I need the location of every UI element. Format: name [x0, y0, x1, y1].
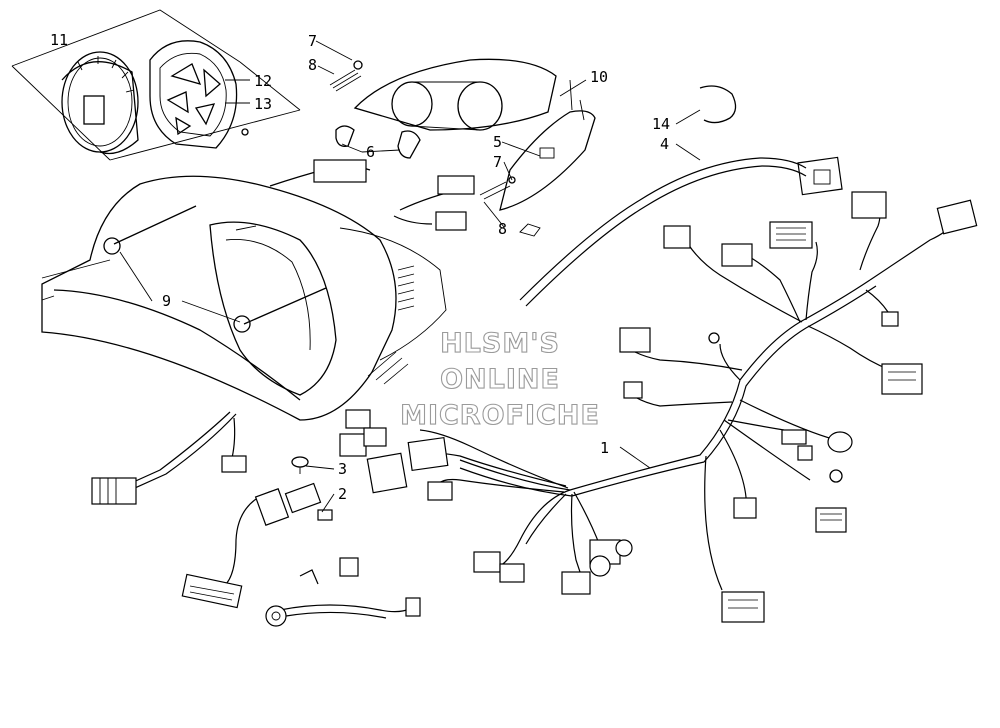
connector-4-end [797, 156, 843, 196]
callout-1: 1 [600, 439, 609, 457]
connector-r5 [936, 199, 978, 235]
retaining-ring-14 [699, 85, 737, 124]
fairing-sub-harness [91, 411, 421, 627]
watermark: HLSM'S ONLINE MICROFICHE [400, 327, 600, 431]
connector-r1 [663, 225, 691, 249]
connector-left-1 [91, 477, 137, 505]
main-fairing-body [41, 175, 447, 421]
main-wiring-harness [339, 156, 978, 623]
watermark-line-3: MICROFICHE [400, 400, 600, 431]
connector-6-pair [313, 159, 367, 183]
callout-8-top: 8 [308, 56, 317, 74]
watermark-line-2: ONLINE [440, 364, 560, 395]
callout-8-mid: 8 [498, 220, 507, 238]
callout-6: 6 [366, 143, 375, 161]
connector-plate [181, 573, 243, 609]
instrument-cluster-group [11, 9, 301, 161]
callout-7-top: 7 [308, 32, 317, 50]
speedometer-gauge [61, 51, 139, 155]
callout-5: 5 [493, 133, 502, 151]
upper-fairing-pieces [353, 58, 596, 237]
connector-r8 [721, 591, 765, 623]
upper-harness-4 [269, 85, 807, 307]
callout-13: 13 [254, 95, 272, 113]
small-fasteners [329, 60, 516, 200]
connector-r6 [881, 363, 923, 395]
callout-10: 10 [590, 68, 608, 86]
callout-3: 3 [338, 460, 347, 478]
callout-2: 2 [338, 485, 347, 503]
callout-9: 9 [162, 292, 171, 310]
callout-labels: 1 2 3 4 5 6 7 7 8 8 9 10 11 12 13 14 [50, 31, 670, 503]
watermark-line-1: HLSM'S [440, 328, 560, 359]
screw-13 [241, 128, 249, 136]
callout-4: 4 [660, 135, 669, 153]
callout-11: 11 [50, 31, 68, 49]
connector-r4 [851, 191, 887, 219]
callout-12: 12 [254, 72, 272, 90]
connector-r3 [769, 221, 813, 249]
callout-7-mid: 7 [493, 153, 502, 171]
connector-r2 [721, 243, 753, 267]
callout-14: 14 [652, 115, 670, 133]
cluster-housing-cover [149, 40, 238, 149]
leader-lines [119, 40, 701, 513]
relay-block [366, 452, 408, 494]
